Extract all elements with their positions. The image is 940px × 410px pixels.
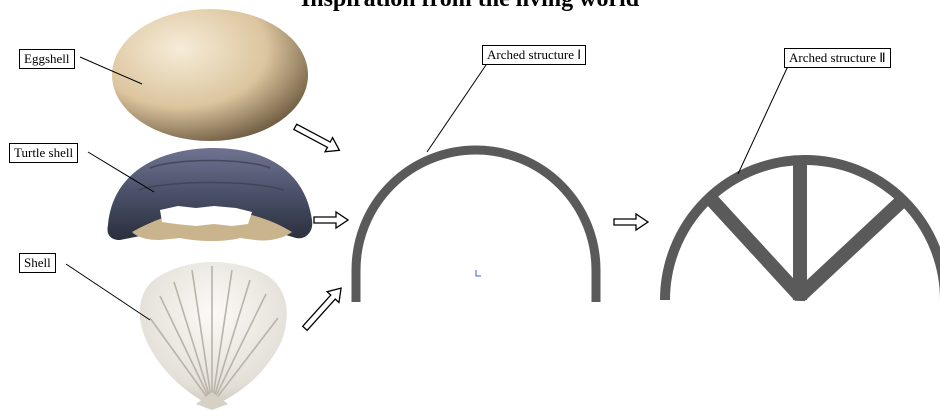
arch-2-label: Arched structure Ⅱ [784,48,891,68]
shell-label: Shell [19,253,56,273]
eggshell-label: Eggshell [19,49,75,69]
leader-line-shell [66,264,150,320]
hollow-arrow-icon [292,120,344,158]
turtle-shell-label: Turtle shell [9,143,78,163]
scallop-shell-image [140,262,287,410]
arch-1-label: Arched structure Ⅰ [482,45,586,65]
leader-line-arch-1 [427,65,486,152]
turtle-shell-image [108,148,313,241]
hollow-arrow-icon [299,283,347,334]
eggshell-image [112,9,308,141]
arched-structure-2 [665,160,940,300]
arched-structure-1 [356,150,596,302]
hollow-arrow-icon [614,214,648,230]
hollow-arrow-icon [314,212,348,228]
